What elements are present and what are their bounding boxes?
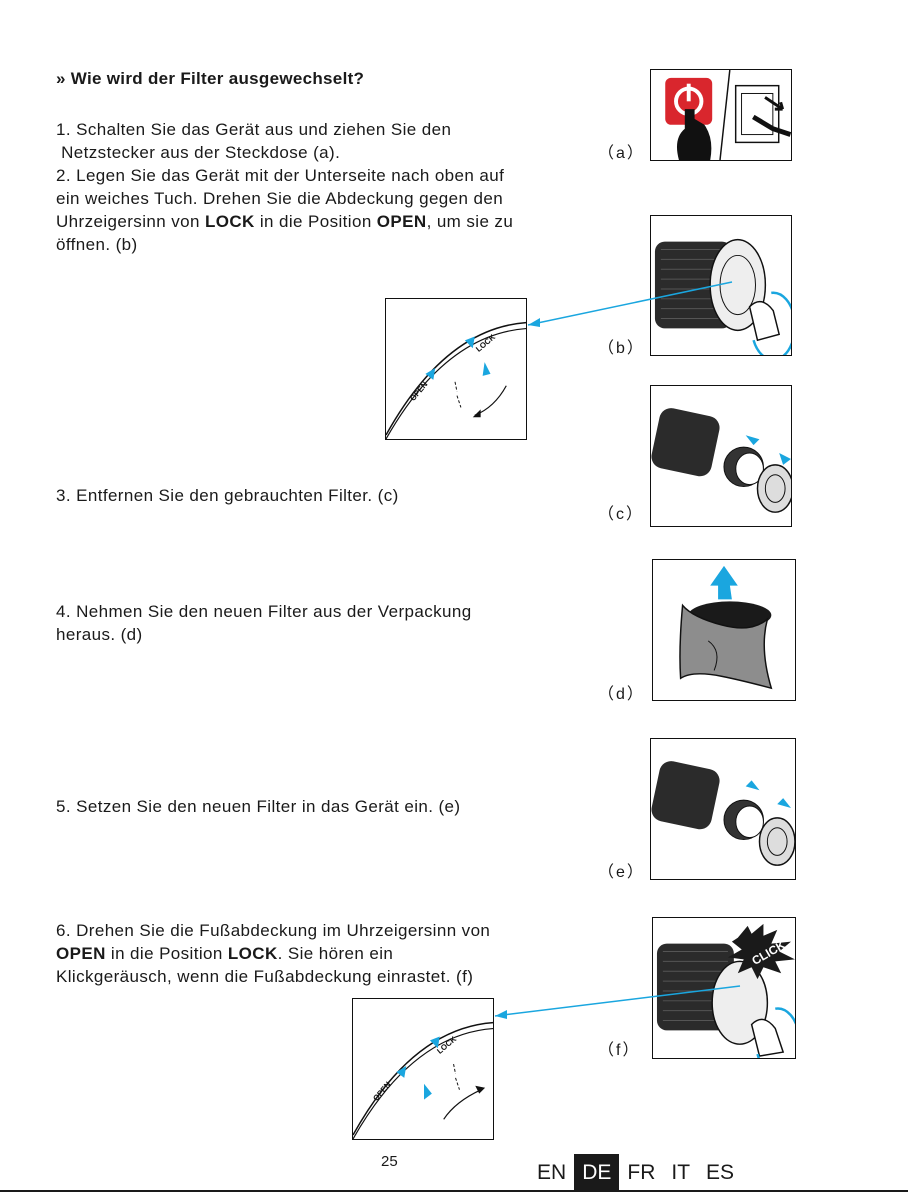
step-1: 1. Schalten Sie das Gerät aus und ziehen… — [56, 118, 451, 164]
step-6: 6. Drehen Sie die Fußabdeckung im Uhrzei… — [56, 919, 490, 988]
purifier-unit-icon — [654, 238, 767, 332]
step-text: heraus. (d) — [56, 625, 143, 644]
step-text: 2. Legen Sie das Gerät mit der Unterseit… — [56, 166, 505, 185]
packaging-bag-icon — [679, 603, 773, 690]
lock-marker-icon — [429, 1036, 440, 1049]
step-text: ein weiches Tuch. Drehen Sie die Abdecku… — [56, 189, 504, 208]
caption-f: （f） — [598, 1042, 641, 1059]
step-text: Netzstecker aus der Steckdose (a). — [56, 143, 341, 162]
plug-cable-icon — [752, 114, 791, 137]
pointer-marker-icon — [482, 362, 491, 376]
purifier-unit-icon — [651, 761, 720, 830]
caption-d: （d） — [598, 686, 645, 703]
step-text: . Sie hören ein — [277, 944, 394, 963]
dial-open-label: OPEN — [371, 1080, 392, 1103]
finger-icon — [676, 109, 712, 160]
step-text: Uhrzeigersinn von — [56, 212, 205, 231]
lang-fr[interactable]: FR — [627, 1161, 656, 1184]
figure-d-unpack-filter — [652, 559, 796, 701]
cw-arrow-icon — [443, 1089, 482, 1120]
lang-en[interactable]: EN — [537, 1161, 567, 1184]
filter-cartridge-icon — [723, 446, 764, 488]
step-keyword: LOCK — [227, 944, 278, 963]
rotate-arrow-icon — [756, 1007, 795, 1058]
step-text: in die Position — [105, 944, 228, 963]
caption-e: （e） — [598, 864, 645, 881]
step-text: öffnen. (b) — [56, 235, 138, 254]
page-number: 25 — [381, 1153, 398, 1170]
step-text: in die Position — [254, 212, 377, 231]
remove-arrow-icon — [745, 435, 760, 446]
dial-detail-b: OPEN LOCK — [385, 298, 527, 440]
filter-cartridge-icon — [723, 799, 764, 841]
lang-de[interactable]: DE — [574, 1154, 620, 1192]
insert-arrow-icon — [745, 780, 760, 791]
bottom-rule — [0, 1190, 908, 1192]
step-text: 3. Entfernen Sie den gebrauchten Filter.… — [56, 486, 399, 505]
step-keyword: LOCK — [204, 212, 255, 231]
hand-icon — [748, 300, 781, 342]
figure-e-insert-filter — [650, 738, 796, 880]
figure-c-remove-filter — [650, 385, 792, 527]
section-heading: » Wie wird der Filter ausgewechselt? — [56, 69, 365, 88]
dial-open-label: OPEN — [408, 380, 429, 403]
purifier-unit-icon — [651, 408, 720, 477]
caption-a: （a） — [598, 145, 645, 162]
rotate-arrow-icon — [752, 291, 791, 355]
base-cover-icon — [758, 817, 795, 866]
step-2: 2. Legen Sie das Gerät mit der Unterseit… — [56, 164, 513, 256]
open-marker-icon — [396, 1066, 407, 1078]
step-keyword: OPEN — [376, 212, 427, 231]
step-keyword: OPEN — [56, 944, 106, 963]
figure-a-power-off — [650, 69, 792, 161]
lang-it[interactable]: IT — [671, 1161, 691, 1184]
step-text: Klickgeräusch, wenn die Fußabdeckung ein… — [56, 967, 474, 986]
hand-icon — [750, 1018, 785, 1057]
pointer-marker-icon — [423, 1083, 432, 1100]
dial-detail-f: OPEN LOCK — [352, 998, 494, 1140]
socket-icon — [734, 84, 780, 144]
lock-marker-icon — [464, 336, 475, 349]
step-4: 4. Nehmen Sie den neuen Filter aus der V… — [56, 600, 472, 646]
figure-f-lock-cover: CLICK — [652, 917, 796, 1059]
step-text: 5. Setzen Sie den neuen Filter in das Ge… — [56, 797, 461, 816]
step-text: 6. Drehen Sie die Fußabdeckung im Uhrzei… — [56, 921, 491, 940]
open-marker-icon — [425, 368, 436, 380]
caption-c: （c） — [598, 506, 645, 523]
step-3: 3. Entfernen Sie den gebrauchten Filter.… — [56, 484, 399, 507]
upward-arrow-icon — [710, 565, 738, 600]
power-button-icon — [665, 77, 713, 125]
caption-b: （b） — [598, 340, 645, 357]
step-text: 1. Schalten Sie das Gerät aus und ziehen… — [56, 120, 452, 139]
step-text: , um sie zu — [426, 212, 514, 231]
language-selector: EN DE FR IT ES — [529, 1154, 742, 1192]
figure-b-open-cover — [650, 215, 792, 356]
step-5: 5. Setzen Sie den neuen Filter in das Ge… — [56, 795, 460, 818]
base-cover-icon — [756, 464, 791, 513]
click-burst-icon — [727, 923, 795, 980]
lang-es[interactable]: ES — [706, 1161, 735, 1184]
step-text: 4. Nehmen Sie den neuen Filter aus der V… — [56, 602, 472, 621]
